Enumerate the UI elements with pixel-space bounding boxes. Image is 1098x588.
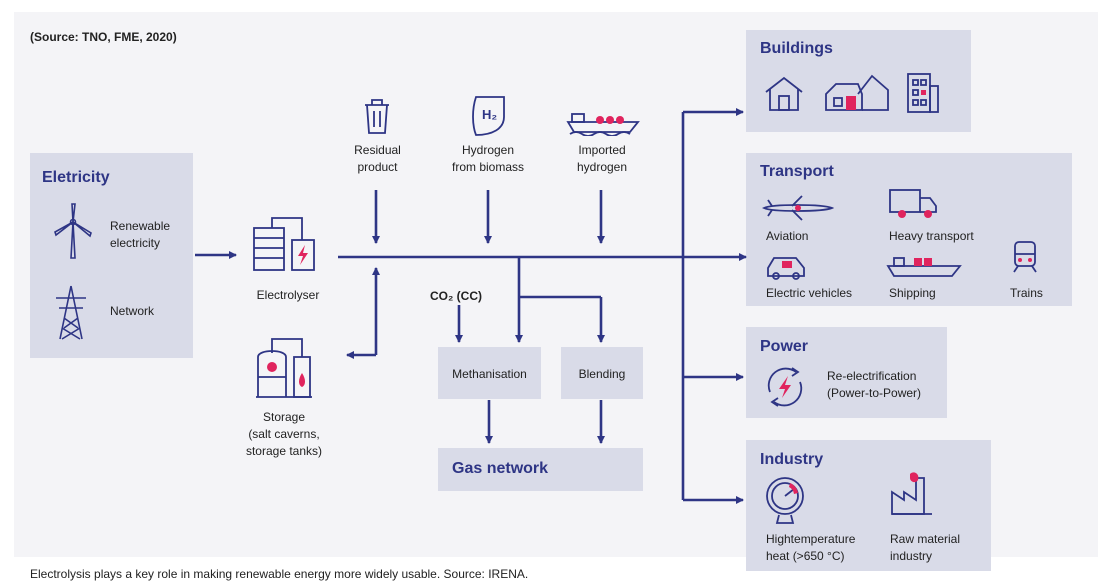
power-title: Power	[760, 338, 809, 355]
electrolyser-icon	[253, 217, 315, 271]
apartment-building-icon	[907, 73, 939, 113]
source-note: (Source: TNO, FME, 2020)	[30, 30, 177, 44]
gas-network-label: Gas network	[452, 460, 549, 477]
thermometer-gauge-icon	[766, 477, 804, 524]
aviation-label: Aviation	[766, 229, 809, 243]
airplane-icon	[762, 195, 834, 221]
storage-tanks-icon	[256, 338, 312, 398]
electricity-panel	[30, 153, 193, 358]
methanisation-box	[438, 347, 541, 399]
network-label: Network	[110, 304, 155, 318]
industry-title: Industry	[760, 451, 824, 468]
electric-car-icon	[767, 257, 805, 280]
buildings-title: Buildings	[760, 40, 833, 57]
co2-label: CO₂ (CC)	[430, 289, 482, 303]
train-icon	[1013, 241, 1037, 273]
high-temperature-heat-label: Hightemperature heat (>650 °C)	[766, 532, 856, 563]
leaf-h2-icon: H₂	[472, 96, 505, 136]
heavy-transport-label: Heavy transport	[889, 229, 974, 243]
power-panel	[746, 327, 947, 418]
re-electrification-label: Re-electrification (Power-to-Power)	[827, 369, 922, 400]
h2-text: H₂	[482, 107, 497, 122]
trains-label: Trains	[1010, 286, 1043, 300]
blending-box	[561, 347, 643, 399]
electricity-title: Eletricity	[42, 169, 110, 186]
caption: Electrolysis plays a key role in making …	[30, 567, 529, 581]
buildings-panel	[746, 30, 971, 132]
imported-hydrogen-label: Imported hydrogen	[576, 143, 628, 174]
gas-network-box	[438, 448, 643, 491]
factory-icon	[891, 472, 932, 515]
houses-icon	[825, 74, 889, 111]
industry-panel	[746, 440, 991, 571]
trash-bin-icon	[365, 99, 389, 134]
methanisation-label: Methanisation	[452, 367, 527, 381]
house-icon	[765, 76, 803, 111]
electrolyser-label: Electrolyser	[256, 288, 320, 302]
renewable-electricity-label: Renewable electricity	[110, 219, 171, 250]
power-pylon-icon	[56, 285, 86, 340]
storage-label: Storage (salt caverns, storage tanks)	[245, 410, 323, 458]
shipping-label: Shipping	[889, 286, 936, 300]
wind-turbine-icon	[54, 203, 92, 259]
hydrogen-from-biomass-label: Hydrogen from biomass	[451, 143, 525, 174]
transport-title: Transport	[760, 163, 834, 180]
blending-label: Blending	[578, 367, 626, 381]
truck-icon	[889, 189, 937, 218]
residual-product-label: Residual product	[354, 143, 401, 174]
electric-vehicles-label: Electric vehicles	[766, 286, 853, 300]
cargo-ship-icon	[886, 257, 962, 277]
tanker-ship-icon	[566, 113, 640, 136]
power-cycle-icon	[767, 367, 803, 407]
transport-panel	[746, 153, 1072, 306]
raw-material-industry-label: Raw material industry	[890, 532, 961, 563]
